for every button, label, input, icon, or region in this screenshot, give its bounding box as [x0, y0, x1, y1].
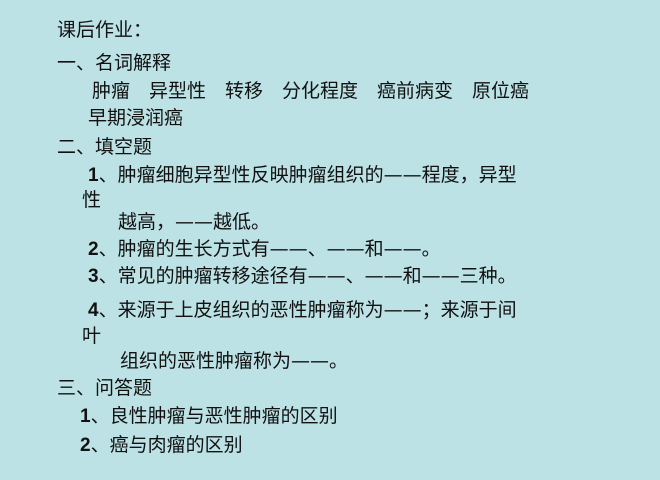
fill-question-4: 4、来源于上皮组织的恶性肿瘤称为——；来源于间 — [88, 298, 517, 323]
question-text: 、来源于上皮组织的恶性肿瘤称为——；来源于间 — [98, 299, 517, 321]
question-number: 4 — [88, 300, 99, 321]
slide-title: 课后作业： — [57, 19, 153, 41]
question-number: 1 — [88, 165, 99, 186]
section1-heading: 一、名词解释 — [57, 52, 172, 74]
question-text: 、肿瘤细胞异型性反映肿瘤组织的——程度，异型 — [98, 164, 517, 186]
question-number: 1 — [80, 406, 91, 427]
fill-question-1: 1、肿瘤细胞异型性反映肿瘤组织的——程度，异型 — [88, 163, 517, 188]
fill-question-3: 3、常见的肿瘤转移途径有——、——和——三种。 — [88, 264, 517, 289]
essay-question-2: 2、癌与肉瘤的区别 — [80, 433, 243, 458]
question-number: 2 — [80, 435, 91, 456]
section3-heading: 三、问答题 — [57, 377, 153, 399]
question-number: 2 — [88, 239, 99, 260]
fill-question-2: 2、肿瘤的生长方式有——、——和——。 — [88, 237, 441, 262]
terms-line-1: 肿瘤 异型性 转移 分化程度 癌前病变 原位癌 — [92, 80, 530, 102]
question-text: 、常见的肿瘤转移途径有——、——和——三种。 — [98, 265, 517, 287]
fill-question-1-cont: 越高，——越低。 — [118, 211, 271, 233]
terms-line-2: 早期浸润癌 — [88, 107, 184, 129]
fill-question-4-wrap: 叶 — [82, 325, 102, 347]
question-text: 、癌与肉瘤的区别 — [90, 434, 243, 456]
question-number: 3 — [88, 266, 99, 287]
fill-question-1-wrap: 性 — [82, 189, 102, 211]
question-text: 、良性肿瘤与恶性肿瘤的区别 — [90, 405, 338, 427]
question-text: 、肿瘤的生长方式有——、——和——。 — [98, 238, 441, 260]
fill-question-4-cont: 组织的恶性肿瘤称为——。 — [120, 350, 349, 372]
essay-question-1: 1、良性肿瘤与恶性肿瘤的区别 — [80, 404, 338, 429]
section2-heading: 二、填空题 — [57, 136, 153, 158]
